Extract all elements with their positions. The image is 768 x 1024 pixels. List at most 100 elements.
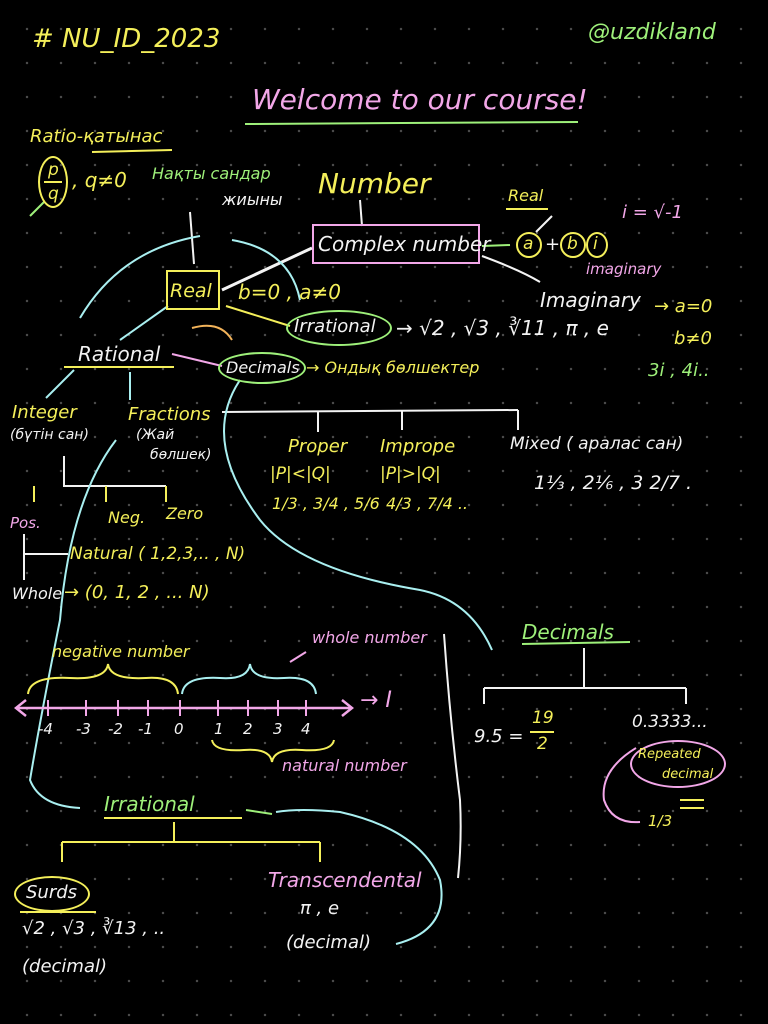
imaginary-cond1: → a=0 — [654, 296, 713, 317]
complex-to-real — [221, 246, 313, 292]
tick-label: -1 — [138, 720, 153, 738]
integer-tree-trunk — [63, 456, 166, 487]
ratio-fraction-p: p — [48, 160, 59, 180]
decimal-denominator: 2 — [537, 734, 548, 754]
complex-a-circle — [516, 232, 542, 258]
decimal-fraction-bar — [530, 731, 554, 733]
repeated-label-1: Repeated — [638, 747, 701, 762]
whole-number-label: whole number — [312, 628, 427, 647]
integer-sub: (бүтін сан) — [10, 427, 89, 443]
ratio-underline — [91, 149, 173, 153]
integer-neg: Neg. — [108, 508, 146, 527]
surds-note: (decimal) — [22, 956, 108, 977]
equals-marks — [680, 799, 704, 809]
imaginary-label: Imaginary — [540, 288, 641, 312]
complex-to-imaginary — [481, 255, 541, 283]
real-box — [166, 270, 220, 310]
ratio-fraction-bar — [44, 181, 62, 183]
integer-pos: Pos. — [10, 514, 41, 532]
transcendental-note: (decimal) — [286, 932, 372, 953]
naqty-label: Нақты сандар — [152, 164, 271, 183]
proper-examples: 1/3 , 3/4 , 5/6 — [272, 494, 380, 513]
complex-b-circle — [560, 232, 586, 258]
real-label: Real — [170, 280, 212, 302]
tick-label: -2 — [108, 720, 123, 738]
transcendental-label: Transcendental — [268, 868, 422, 892]
complex-plus: + — [545, 234, 561, 255]
irrational-bottom-label: Irrational — [104, 792, 195, 816]
naqty-sub: жиыны — [222, 190, 283, 209]
set-symbol-label: → I — [360, 688, 392, 713]
decimal-lhs: 9.5 = — [474, 726, 524, 747]
rational-to-decimals — [171, 353, 223, 367]
complex-b: b — [567, 234, 578, 254]
complex-i-circle — [586, 232, 608, 258]
number-arrow — [359, 199, 363, 227]
complex-real-tag: Real — [508, 186, 544, 205]
tick-label: 2 — [243, 720, 253, 738]
tick-label: -4 — [38, 720, 53, 738]
i-definition: i = √-1 — [622, 202, 683, 223]
real-to-rational — [119, 305, 169, 341]
whole-set: → (0, 1, 2 , ... N) — [64, 582, 210, 603]
repeated-decimal-oval — [630, 740, 726, 788]
improper-examples: 4/3 , 7/4 .. — [386, 494, 469, 513]
whole-arrow — [289, 651, 307, 663]
ratio-condition: , q≠0 — [72, 168, 127, 192]
handle-label: @uzdikland — [588, 20, 716, 45]
imaginary-examples: 3i , 4i.. — [648, 360, 710, 381]
proper-rule: |P|<|Q| — [270, 464, 331, 484]
surds-examples: √2 , √3 , ∛13 , .. — [22, 918, 166, 939]
natural-set: Natural ( 1,2,3,.. , N) — [70, 544, 246, 564]
real-condition: b=0 , a≠0 — [238, 280, 341, 304]
irrational-top-examples: → √2 , √3 , ∛11 , π , e — [396, 316, 609, 340]
number-line-arrow-left — [13, 699, 27, 717]
negative-brace — [27, 663, 179, 695]
natural-brace — [211, 739, 335, 763]
fractions-sub2: бөлшек) — [150, 447, 212, 463]
page-title: Welcome to our course! — [252, 83, 588, 116]
irrational-top-label: Irrational — [294, 316, 376, 337]
decimals-tree-trunk — [221, 409, 519, 413]
real-tag-arrow — [535, 215, 553, 233]
rational-label: Rational — [78, 342, 161, 366]
improper-label: Impropе — [380, 436, 456, 457]
real-tag-underline — [506, 208, 548, 210]
decimal-right-value: 0.3333... — [632, 712, 708, 732]
improper-rule: |P|>|Q| — [380, 464, 441, 484]
rational-to-integer — [45, 369, 75, 399]
integer-label: Integer — [12, 402, 77, 423]
ratio-arrow — [29, 201, 45, 217]
imaginary-tag: imaginary — [586, 260, 662, 278]
irrational-bottom-tree — [61, 822, 321, 862]
transcendental-examples: π , e — [300, 898, 340, 919]
title-underline — [244, 121, 579, 125]
complex-number-label: Complex number — [318, 232, 491, 256]
cyan-curve-mid — [231, 239, 301, 301]
mixed-label: Mixed ( аралас сан) — [510, 434, 684, 454]
tick-label: -3 — [76, 720, 91, 738]
tick-label: 4 — [301, 720, 311, 738]
decimals-right-tree — [483, 648, 687, 704]
rational-underline — [64, 366, 174, 368]
fractions-label: Fractions — [128, 404, 211, 425]
whole-label: Whole — [12, 584, 63, 603]
repeated-arrow — [602, 747, 641, 824]
repeated-label-2: decimal — [662, 767, 714, 782]
mixed-examples: 1⅓ , 2⅙ , 3 2/7 . — [534, 472, 693, 494]
number-label: Number — [318, 167, 431, 200]
negative-number-label: negative number — [52, 642, 190, 661]
divider-curve — [443, 633, 462, 879]
fractions-sub1: (Жай — [136, 427, 175, 443]
repeated-fraction: 1/3 — [648, 812, 673, 830]
decimals-right-label: Decimals — [522, 620, 614, 644]
decimal-numerator: 19 — [532, 708, 554, 728]
integer-zero: Zero — [166, 504, 204, 523]
tick-label: 1 — [214, 720, 224, 738]
tick-label: 3 — [273, 720, 283, 738]
orange-arrow — [191, 324, 233, 341]
ratio-fraction-oval — [38, 156, 68, 208]
irrational-top-oval — [286, 310, 392, 346]
